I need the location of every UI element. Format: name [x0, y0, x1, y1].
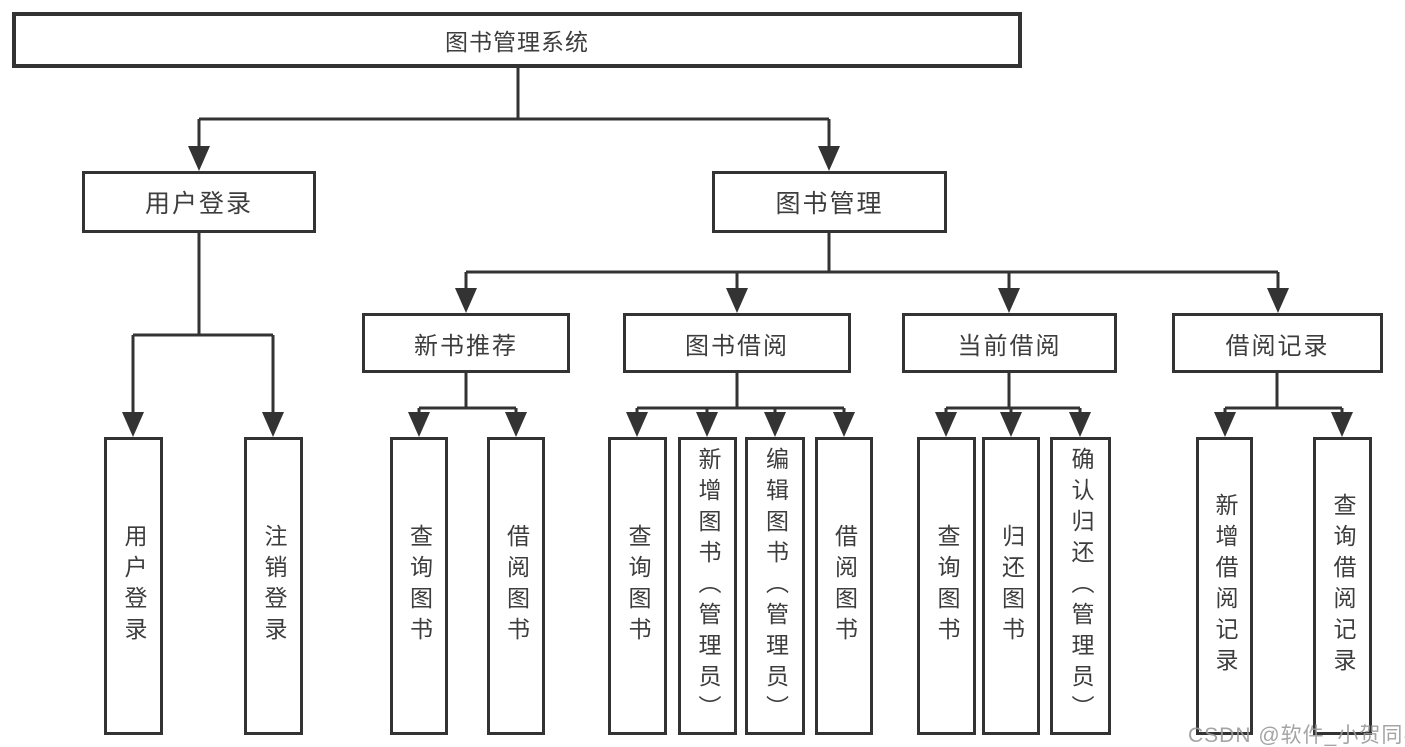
node-borrowing-records-label: 借阅记录 — [1225, 332, 1330, 360]
node-book-borrowing-label: 图书借阅 — [685, 332, 789, 360]
node-book-management: 图书管理 — [712, 171, 947, 233]
leaf-logout-label: 注销登录 — [261, 524, 287, 648]
node-library-management-system-label: 图书管理系统 — [445, 29, 589, 55]
leaf-add-book-admin: 新增图书（管理员） — [678, 437, 737, 735]
csdn-watermark: CSDN @软件_小贺同学 — [1188, 724, 1405, 747]
node-book-borrowing: 图书借阅 — [623, 313, 851, 373]
leaf-add-borrow-record-label: 新增借阅记录 — [1212, 493, 1238, 679]
leaf-add-book-admin-label: 新增图书（管理员） — [695, 446, 721, 726]
leaf-borrow-books-label: 借阅图书 — [831, 524, 858, 648]
leaf-query-borrow-record: 查询借阅记录 — [1313, 437, 1372, 735]
leaf-edit-book-admin: 编辑图书（管理员） — [745, 437, 805, 735]
leaf-confirm-return-admin: 确认归还（管理员） — [1050, 437, 1111, 735]
node-user-login: 用户登录 — [82, 171, 316, 233]
leaf-query-books-borrow: 查询图书 — [608, 437, 667, 735]
node-book-management-label: 图书管理 — [775, 190, 884, 218]
leaf-confirm-return-admin-label: 确认归还（管理员） — [1068, 446, 1094, 726]
leaf-user-login: 用户登录 — [104, 437, 163, 735]
leaf-return-book: 归还图书 — [982, 437, 1040, 735]
leaf-query-books-current-label: 查询图书 — [934, 524, 960, 648]
leaf-user-login-label: 用户登录 — [121, 524, 147, 648]
leaf-logout: 注销登录 — [244, 437, 303, 735]
node-borrowing-records: 借阅记录 — [1172, 313, 1383, 373]
node-current-borrowing-label: 当前借阅 — [957, 332, 1062, 360]
leaf-edit-book-admin-label: 编辑图书（管理员） — [762, 446, 789, 726]
leaf-return-book-label: 归还图书 — [998, 524, 1025, 648]
leaf-borrow-books: 借阅图书 — [815, 437, 873, 735]
leaf-query-books-current: 查询图书 — [917, 437, 976, 735]
node-new-book-recommendation: 新书推荐 — [362, 313, 570, 373]
leaf-borrow-books-recommend: 借阅图书 — [487, 437, 545, 735]
leaf-query-books-recommend-label: 查询图书 — [406, 524, 433, 648]
leaf-add-borrow-record: 新增借阅记录 — [1196, 437, 1253, 735]
node-user-login-label: 用户登录 — [144, 190, 253, 218]
leaf-borrow-books-recommend-label: 借阅图书 — [503, 524, 530, 648]
node-library-management-system: 图书管理系统 — [12, 12, 1022, 68]
node-current-borrowing: 当前借阅 — [902, 313, 1117, 373]
node-new-book-recommendation-label: 新书推荐 — [414, 332, 518, 360]
leaf-query-books-recommend: 查询图书 — [390, 437, 448, 735]
leaf-query-borrow-record-label: 查询借阅记录 — [1330, 493, 1356, 679]
leaf-query-books-borrow-label: 查询图书 — [625, 524, 651, 648]
